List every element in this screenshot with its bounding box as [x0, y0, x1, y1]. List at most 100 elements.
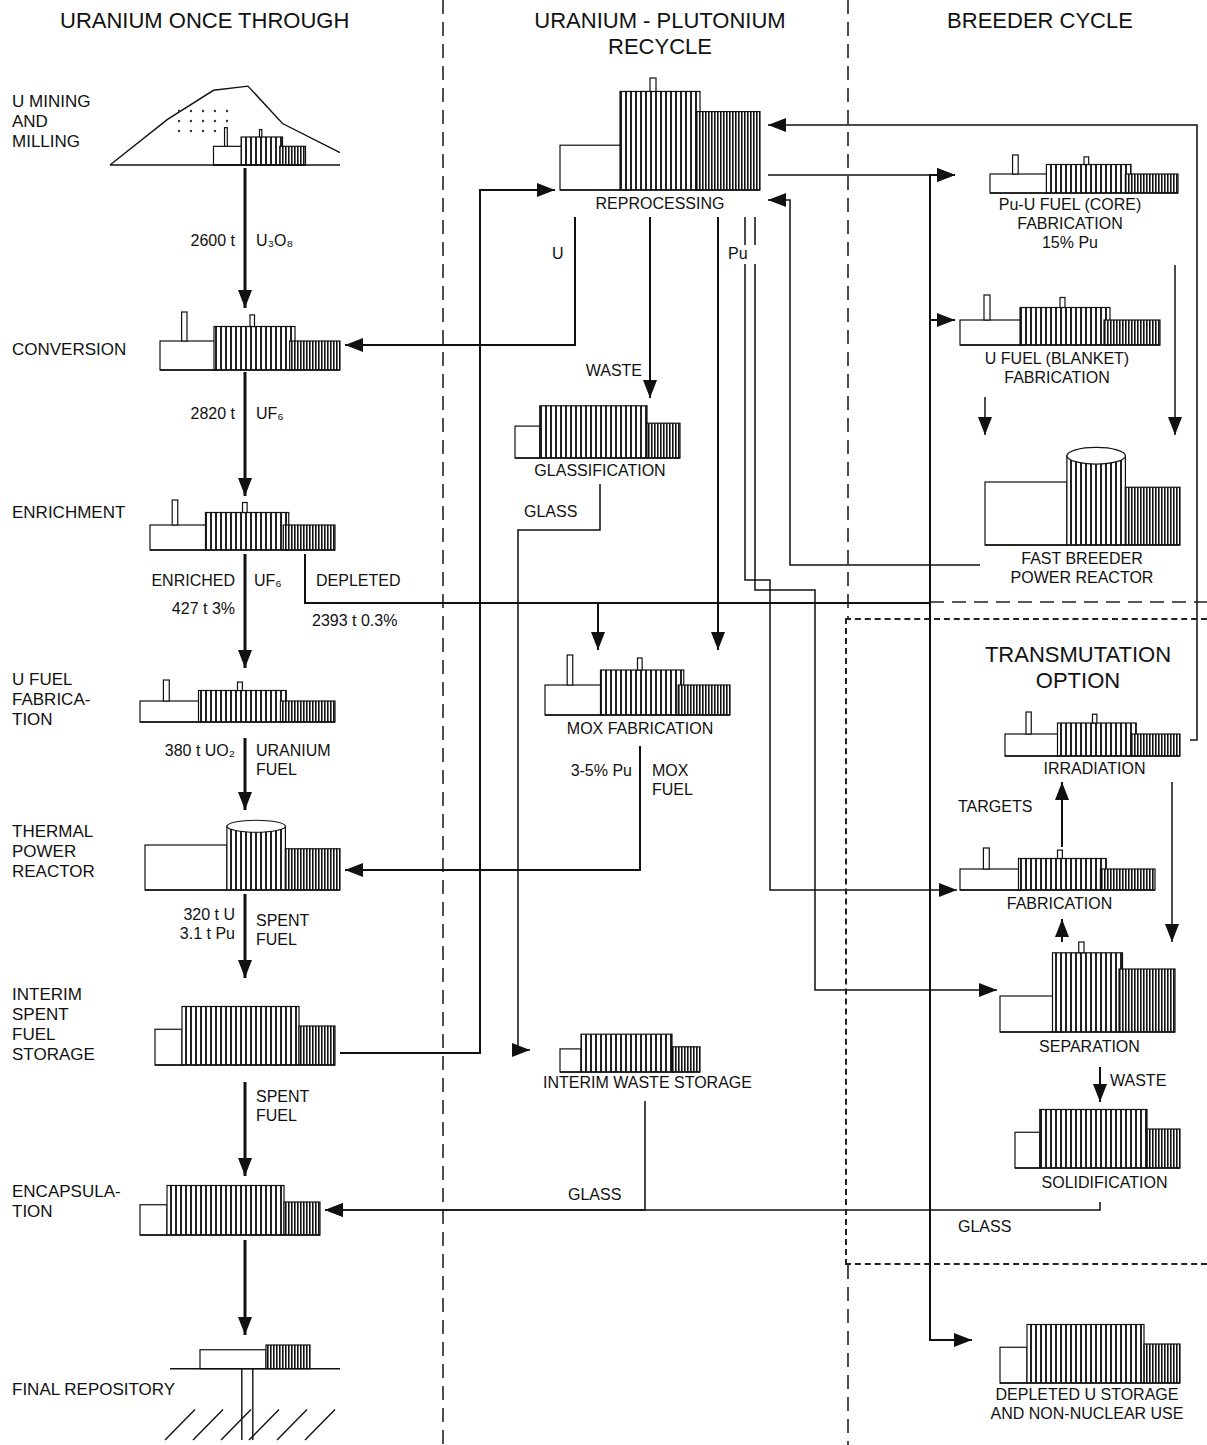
flow-label: U — [552, 245, 570, 264]
flow-arrow — [345, 217, 575, 345]
facility-icon — [1000, 1325, 1180, 1384]
label-group: CONVERSION — [12, 340, 152, 360]
facility-name: INTERIM WASTE STORAGE — [530, 1074, 765, 1093]
ground-hatch — [221, 1410, 251, 1440]
facility-name: Pu-U FUEL (CORE) FABRICATION — [970, 196, 1170, 234]
facility: FINAL REPOSITORY — [10, 1335, 340, 1443]
ground-line — [145, 889, 340, 890]
ground-line — [560, 1071, 700, 1072]
flow-label: TARGETS — [958, 798, 1038, 817]
building-block — [1019, 859, 1107, 891]
building-block — [182, 1007, 299, 1066]
ground-hatch — [193, 1410, 223, 1440]
flow-note: DEPLETED — [316, 572, 431, 591]
facility-icon — [1015, 1110, 1180, 1169]
facility: U FUEL (BLANKET) FABRICATION — [955, 292, 1165, 397]
building-block — [206, 513, 289, 551]
rock-dot — [226, 110, 228, 112]
rock-dot — [202, 110, 204, 112]
building-block — [1125, 487, 1180, 545]
flow-arrow — [305, 554, 972, 1340]
flow-label: WASTE — [568, 362, 642, 381]
building-block — [540, 406, 647, 458]
rock-dot — [214, 110, 216, 112]
facility-name: CONVERSION — [12, 340, 152, 360]
facility-name: MOX FABRICATION — [540, 720, 740, 739]
flow-arrow — [244, 1082, 247, 1176]
facility: IRRADIATION — [1002, 710, 1190, 782]
facility: INTERIM WASTE STORAGE — [530, 1025, 768, 1101]
building-block — [285, 849, 340, 890]
facility-name: SEPARATION — [997, 1038, 1182, 1057]
chimney — [260, 130, 262, 137]
facility-icon — [960, 848, 1155, 890]
band-title: TRANSMUTATION OPTION — [963, 642, 1193, 694]
facility-name: U FUEL FABRICA- TION — [12, 670, 102, 730]
rock-dot — [178, 130, 180, 132]
flow-arrow — [305, 320, 955, 603]
column-divider — [847, 0, 849, 618]
flow-arrow — [649, 217, 651, 398]
facility-icon — [150, 500, 335, 550]
building-block — [199, 691, 287, 723]
flow-arrow — [244, 738, 247, 810]
flow-note: MOX FUEL — [652, 762, 704, 800]
ground-line — [960, 889, 1155, 890]
flow-label: 2600 t — [140, 232, 235, 251]
building-block — [299, 1026, 335, 1065]
label-group: INTERIM SPENT FUEL STORAGE — [12, 985, 100, 1065]
label-group: MOX FABRICATION — [540, 720, 740, 739]
building-block — [241, 137, 282, 165]
column-heading: BREEDER CYCLE — [890, 8, 1190, 34]
facility: INTERIM SPENT FUEL STORAGE — [10, 978, 340, 1082]
building-block — [214, 327, 295, 371]
building-block — [1046, 165, 1131, 194]
column-heading: URANIUM ONCE THROUGH — [60, 8, 400, 34]
rock-dot — [190, 120, 192, 122]
facility: GLASSIFICATION — [510, 398, 693, 484]
flow-arrow — [305, 175, 955, 603]
label-group: U FUEL (BLANKET) FABRICATION — [962, 350, 1152, 388]
chimney — [238, 682, 243, 690]
chimney — [984, 295, 990, 320]
facility-name: REPROCESSING — [555, 195, 765, 214]
flow-arrow — [745, 217, 957, 890]
facility-name: ENRICHMENT — [12, 503, 147, 523]
flow-arrow — [244, 894, 247, 978]
shaft — [241, 1369, 242, 1440]
building-block — [647, 423, 680, 458]
chimney — [1093, 714, 1097, 723]
facility: FABRICATION — [957, 847, 1165, 919]
ground-hatch — [165, 1410, 195, 1440]
building-block — [1119, 969, 1175, 1032]
flow-arrow — [768, 125, 1197, 740]
ground-line — [960, 344, 1160, 345]
flow-arrow — [325, 1202, 1100, 1210]
chimney — [225, 128, 228, 147]
column-heading: URANIUM - PLUTONIUM RECYCLE — [500, 8, 820, 60]
label-group: GLASSIFICATION — [510, 462, 690, 481]
building-block — [1015, 1132, 1040, 1168]
chimney — [650, 78, 656, 91]
flow-arrow — [1099, 1067, 1101, 1102]
building-block — [1027, 1325, 1144, 1384]
flow-arrow — [755, 217, 997, 990]
flow-arrow — [325, 1101, 645, 1210]
ground-line — [170, 1368, 340, 1369]
ground-line — [515, 457, 680, 458]
label-group: U MINING AND MILLING — [12, 92, 107, 152]
building-block — [200, 1350, 266, 1369]
building-block — [214, 146, 243, 165]
chimney — [1026, 712, 1031, 734]
building-block — [160, 341, 218, 370]
ground-line — [140, 721, 335, 722]
ground-line — [1000, 1382, 1180, 1383]
flow-arrow — [1174, 265, 1176, 435]
label-group: ENCAPSULA- TION — [12, 1182, 137, 1222]
facility-icon — [145, 820, 340, 890]
building-block — [283, 525, 335, 550]
flow-note: URANIUM FUEL — [256, 742, 346, 780]
building-block — [140, 1205, 167, 1235]
building-block — [290, 341, 340, 370]
